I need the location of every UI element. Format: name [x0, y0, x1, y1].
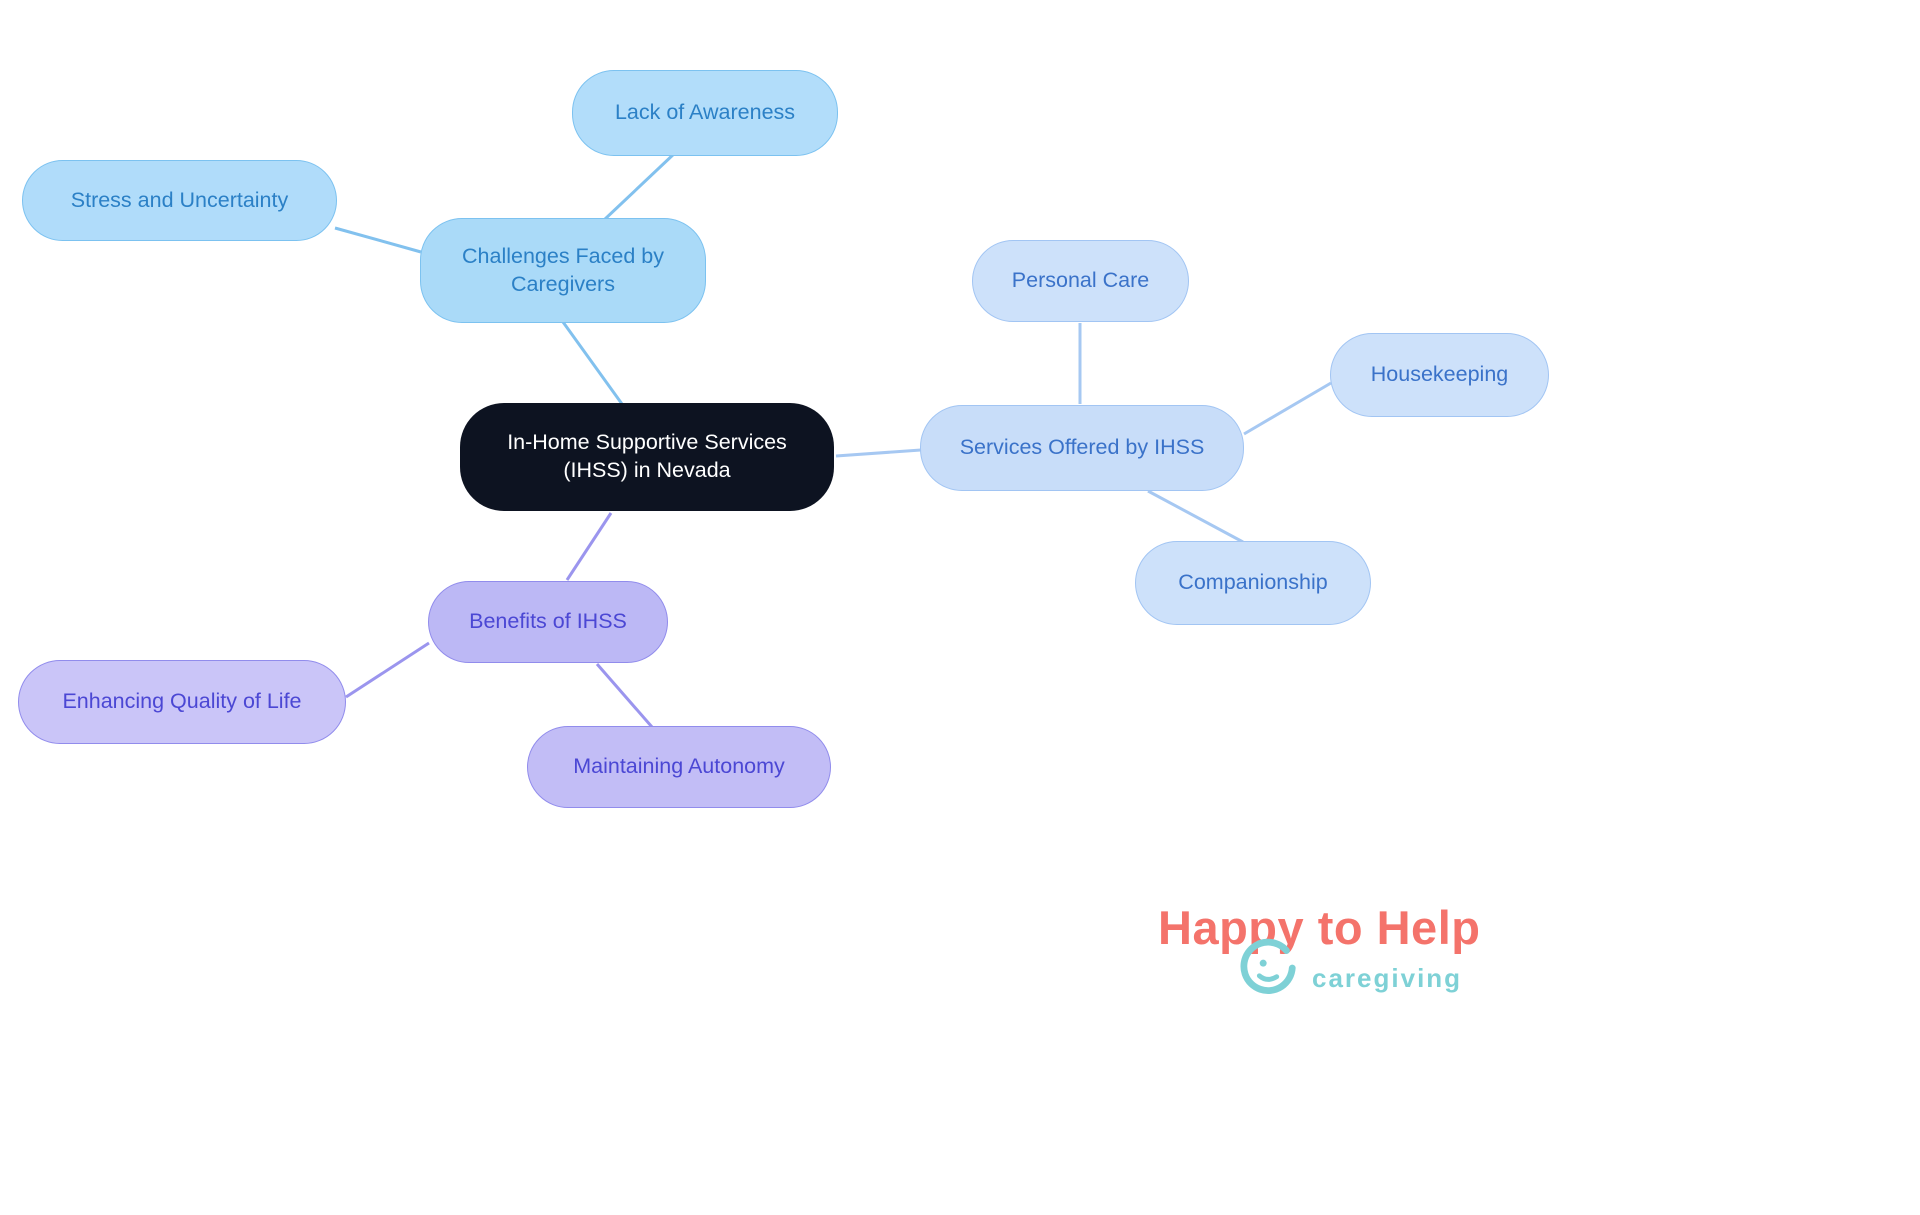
node-label: Enhancing Quality of Life — [62, 689, 302, 714]
node-label: Companionship — [1178, 570, 1328, 595]
node-label: Stress and Uncertainty — [70, 187, 289, 212]
node-services-offered-by-ihss[interactable]: Services Offered by IHSS — [920, 405, 1244, 491]
node-enhancing-quality-of-life[interactable]: Enhancing Quality of Life — [18, 660, 346, 744]
edge-central-benefits — [565, 512, 613, 581]
node-personal-care[interactable]: Personal Care — [972, 240, 1189, 322]
edge-challenges-stress — [334, 226, 422, 254]
node-label: In-Home Supportive Services (IHSS) in Ne… — [507, 430, 787, 482]
smiley-icon — [1240, 938, 1296, 994]
brand-subtitle: caregiving — [1312, 963, 1463, 993]
node-label: Services Offered by IHSS — [959, 435, 1205, 460]
edge-challenges-lack — [602, 150, 678, 222]
edge-benefits-maintaining — [595, 663, 654, 728]
node-label: Benefits of IHSS — [469, 609, 627, 634]
node-label: Maintaining Autonomy — [573, 754, 785, 779]
node-benefits-of-ihss[interactable]: Benefits of IHSS — [428, 581, 668, 663]
edge-central-challenges — [561, 321, 624, 405]
brand-title: Happy to Help — [1158, 901, 1481, 954]
node-maintaining-autonomy[interactable]: Maintaining Autonomy — [527, 726, 831, 808]
node-housekeeping[interactable]: Housekeeping — [1330, 333, 1549, 417]
node-label: Lack of Awareness — [614, 100, 796, 125]
brand-logo: Happy to Help caregiving — [1158, 900, 1538, 999]
node-label: Personal Care — [1011, 268, 1150, 293]
node-challenges-faced-by-caregivers[interactable]: Challenges Faced by Caregivers — [420, 218, 706, 323]
edge-services-housekeeping — [1243, 381, 1332, 436]
node-lack-of-awareness[interactable]: Lack of Awareness — [572, 70, 838, 156]
edge-benefits-enhancing — [345, 641, 430, 699]
node-stress-and-uncertainty[interactable]: Stress and Uncertainty — [22, 160, 337, 241]
edge-services-companionship — [1147, 489, 1244, 544]
node-label: Challenges Faced by Caregivers — [462, 243, 664, 296]
node-label: Housekeeping — [1370, 362, 1509, 387]
node-companionship[interactable]: Companionship — [1135, 541, 1371, 625]
edge-central-services — [835, 448, 922, 458]
node-central-ihss-nevada[interactable]: In-Home Supportive Services (IHSS) in Ne… — [460, 403, 834, 511]
